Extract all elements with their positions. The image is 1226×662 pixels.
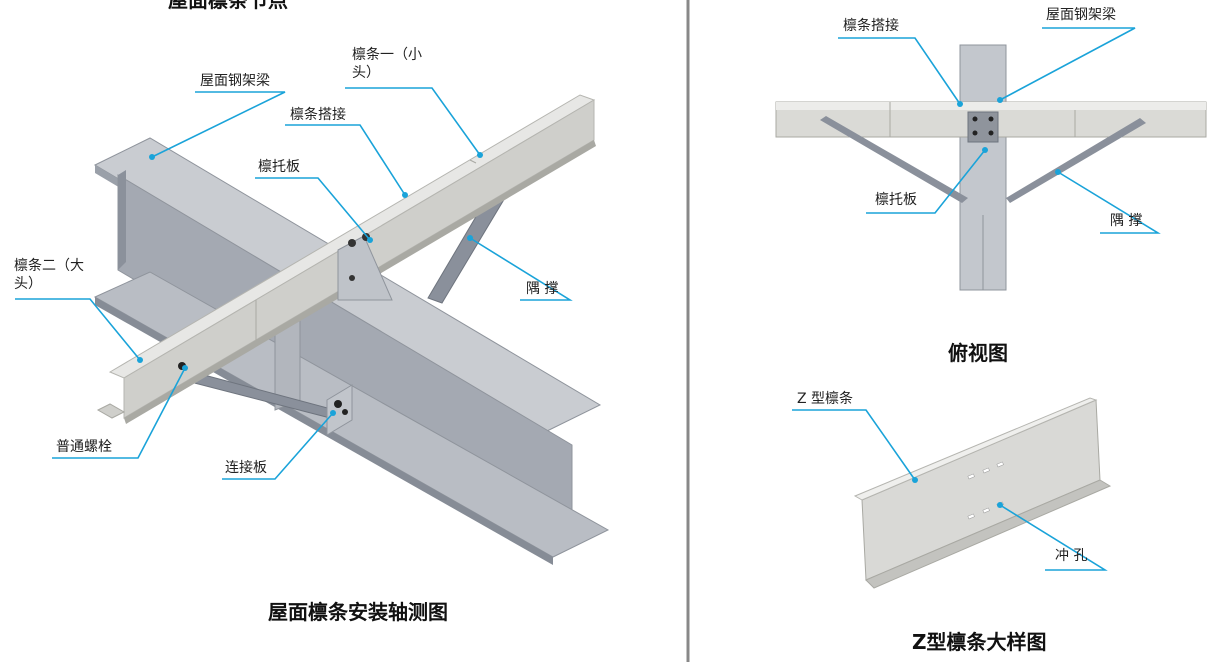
bracket bbox=[337, 235, 393, 301]
zp-top-flange bbox=[853, 397, 1098, 501]
connect-plate bbox=[326, 384, 353, 436]
label-plan-roof: 屋面钢架梁 bbox=[1046, 7, 1116, 23]
leader-dots bbox=[137, 97, 1061, 508]
label-purlin-small: 檩条一（小头） bbox=[352, 47, 422, 81]
leader-plan-brace bbox=[1057, 171, 1161, 234]
label-brace: 隅 撑 bbox=[526, 281, 559, 297]
label-connect-plate: 连接板 bbox=[225, 460, 267, 476]
leader-bolt bbox=[52, 367, 186, 459]
axonometric-view bbox=[93, 94, 610, 565]
label-plan-lap: 檩条搭接 bbox=[843, 18, 899, 34]
label-purlin-big: 檩条二（大头） bbox=[14, 258, 84, 292]
leader-lines bbox=[15, 27, 1161, 571]
zp-bottom-flange bbox=[865, 479, 1112, 589]
leader-zp bbox=[792, 409, 916, 481]
label-plan-bracket: 檩托板 bbox=[875, 192, 917, 208]
leader-roof-beam bbox=[151, 91, 286, 158]
caption-axonometric: 屋面檩条安装轴测图 bbox=[268, 600, 448, 624]
plan-brace-right bbox=[1006, 118, 1146, 203]
plan-brace-left bbox=[820, 116, 968, 203]
label-punch-hole: 冲 孔 bbox=[1055, 548, 1088, 564]
punch-hole bbox=[967, 473, 975, 480]
label-plan-brace: 隅 撑 bbox=[1110, 213, 1143, 229]
z-purlin-detail bbox=[853, 397, 1112, 589]
leader-bracket bbox=[255, 177, 371, 241]
label-bolt: 普通螺栓 bbox=[56, 439, 112, 455]
top-title-fragment: 屋面檩条节点 bbox=[168, 0, 288, 12]
leader-brace bbox=[469, 237, 573, 301]
leader-purlin-lap bbox=[285, 124, 406, 196]
leader-hole bbox=[999, 504, 1108, 571]
leader-plan-roof bbox=[999, 27, 1136, 101]
plan-view bbox=[775, 44, 1207, 291]
leader-plan-bracket bbox=[866, 149, 986, 214]
label-z-purlin: Z 型檩条 bbox=[797, 391, 854, 407]
caption-plan: 俯视图 bbox=[948, 341, 1008, 365]
leader-plate bbox=[222, 412, 334, 480]
caption-detail: Z型檩条大样图 bbox=[912, 630, 1047, 654]
leader-purlin-small bbox=[345, 87, 481, 156]
label-purlin-lap: 檩条搭接 bbox=[290, 107, 346, 123]
leader-purlin-big bbox=[15, 298, 141, 361]
label-bracket: 檩托板 bbox=[258, 159, 300, 175]
leader-plan-lap bbox=[838, 37, 961, 105]
label-roof-beam: 屋面钢架梁 bbox=[200, 73, 270, 89]
